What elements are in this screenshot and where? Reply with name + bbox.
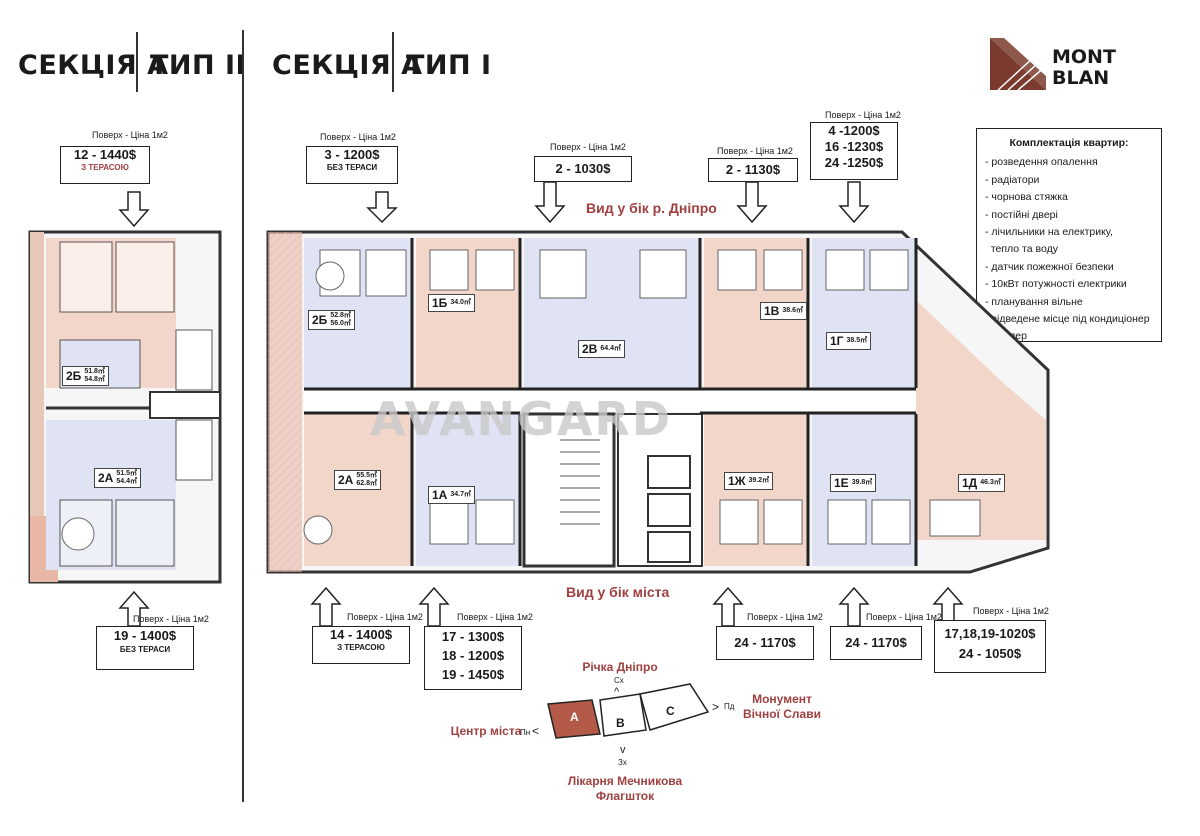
price-caption: Поверх - Ціна 1м2 (347, 612, 423, 622)
price-caption: Поверх - Ціна 1м2 (973, 606, 1049, 616)
price-box: 14 - 1400$ З ТЕРАСОЮ (312, 626, 410, 664)
feature-item: - чорнова стяжка (985, 191, 1068, 204)
right-type-title: ТИП І (406, 50, 492, 81)
map-section-a: A (570, 710, 579, 724)
map-section-c: C (666, 704, 675, 718)
price-box: 2 - 1130$ (708, 158, 798, 182)
price-caption: Поверх - Ціна 1м2 (825, 110, 901, 120)
price-caption: Поверх - Ціна 1м2 (92, 130, 168, 140)
map-center-label: Центр міста (450, 724, 522, 738)
left-section-title: СЕКЦІЯ А (18, 50, 169, 81)
price-box: 2 - 1030$ (534, 156, 632, 182)
feature-item: - лічильники на електрику, (985, 226, 1113, 239)
feature-item: - планування вільне (985, 295, 1083, 308)
features-box: Комплектація квартир: - розведення опале… (976, 128, 1162, 342)
feature-item: - розведення опалення (985, 156, 1098, 169)
river-view-label: Вид у бік р. Дніпро (586, 200, 717, 216)
plan-type-2 (28, 230, 222, 584)
price-box: 19 - 1400$ БЕЗ ТЕРАСИ (96, 626, 194, 670)
feature-item: - датчик пожежної безпеки (985, 260, 1114, 273)
price-box: 17,18,19-1020$ 24 - 1050$ (934, 620, 1046, 673)
price-caption: Поверх - Ціна 1м2 (717, 146, 793, 156)
price-caption: Поверх - Ціна 1м2 (747, 612, 823, 622)
map-south-label: Зх (618, 758, 627, 767)
price-box: 24 - 1170$ (716, 626, 814, 660)
map-west-label: Пн (520, 728, 531, 737)
price-caption: Поверх - Ціна 1м2 (457, 612, 533, 622)
feature-item: - 10кВт потужності електрики (985, 278, 1127, 291)
map-hospital-label: Лікарня Мечникова Флагшток (567, 774, 683, 803)
right-section-title: СЕКЦІЯ А (272, 50, 423, 81)
logo-line2: BLAN (1052, 67, 1110, 89)
map-north-label: Сх (614, 676, 624, 685)
mont-blan-logo-icon (990, 38, 1047, 91)
city-view-label: Вид у бік міста (566, 584, 670, 600)
feature-item: тепло та воду (985, 243, 1058, 256)
map-west-icon: < (532, 724, 540, 738)
logo-line1: MONT (1052, 46, 1116, 68)
left-type-title: ТИП II (150, 50, 247, 81)
map-north-icon: ^ (614, 686, 620, 698)
watermark: AVANGARD (370, 392, 673, 446)
price-caption: Поверх - Ціна 1м2 (133, 614, 209, 624)
map-east-icon: > (712, 700, 720, 714)
arrows (118, 181, 964, 627)
price-box: 12 - 1440$ З ТЕРАСОЮ (60, 146, 150, 184)
header-divider (136, 32, 138, 92)
map-east-label: Пд (724, 702, 735, 711)
map-monument-label: Монумент Вічної Слави (743, 692, 821, 721)
map-section-b: B (616, 716, 625, 730)
features-title: Комплектація квартир: (1009, 137, 1129, 149)
map-river-label: Річка Дніпро (582, 660, 658, 674)
price-box: 3 - 1200$ БЕЗ ТЕРАСИ (306, 146, 398, 184)
section-divider (242, 30, 244, 802)
feature-item: - постійні двері (985, 208, 1058, 221)
feature-item: - відведене місце під кондиціонер (985, 313, 1150, 326)
price-caption: Поверх - Ціна 1м2 (550, 142, 626, 152)
feature-item: - радіатори (985, 173, 1040, 186)
header-divider (392, 32, 394, 92)
location-map (547, 683, 710, 739)
price-caption: Поверх - Ціна 1м2 (866, 612, 942, 622)
price-box: 24 - 1170$ (830, 626, 922, 660)
price-box: 4 -1200$ 16 -1230$ 24 -1250$ (810, 122, 898, 180)
price-box: 17 - 1300$ 18 - 1200$ 19 - 1450$ (424, 626, 522, 690)
map-south-icon: v (620, 744, 626, 756)
price-caption: Поверх - Ціна 1м2 (320, 132, 396, 142)
